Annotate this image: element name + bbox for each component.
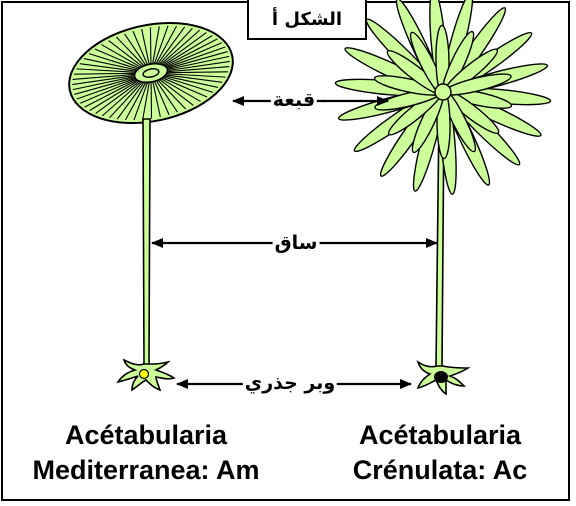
species-right: Acétabularia Crénulata: Ac xyxy=(310,418,570,488)
left-nucleus xyxy=(140,370,149,379)
left-stalk xyxy=(143,119,150,365)
species-left-genus: Acétabularia xyxy=(6,418,286,453)
cap-label: قبعة xyxy=(271,89,317,111)
stalk-label: ساق xyxy=(273,232,320,254)
right-plant xyxy=(335,0,551,394)
right-cap xyxy=(335,0,551,195)
cap-center xyxy=(435,84,451,100)
species-right-genus: Acétabularia xyxy=(310,418,570,453)
species-left-name: Mediterranea: Am xyxy=(6,453,286,488)
species-right-name: Crénulata: Ac xyxy=(310,453,570,488)
left-plant xyxy=(60,9,242,390)
species-left: Acétabularia Mediterranea: Am xyxy=(6,418,286,488)
right-nucleus xyxy=(434,371,448,383)
rhizoid-label: وبر جذري xyxy=(243,372,337,394)
